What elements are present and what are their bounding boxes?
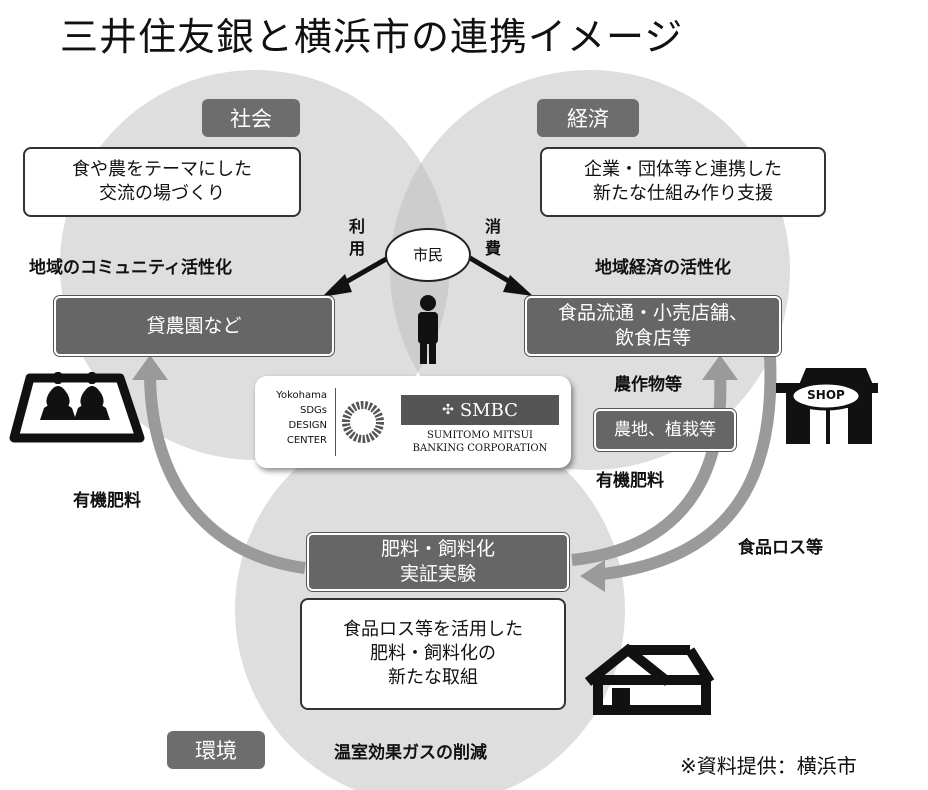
smbc-subtitle: SUMITOMO MITSUI BANKING CORPORATION bbox=[401, 429, 559, 455]
consume-arrow bbox=[503, 275, 533, 296]
social-heading: 地域のコミュニティ活性化 bbox=[29, 258, 232, 278]
yokohama-sdgs-text: Yokohama SDGs DESIGN CENTER bbox=[265, 388, 327, 448]
logo-line: CENTER bbox=[286, 435, 327, 446]
farm-rental-box: 貸農園など bbox=[54, 296, 334, 356]
page-title: 三井住友銀と横浜市の連携イメージ bbox=[60, 15, 684, 59]
farm-icon bbox=[9, 372, 145, 443]
logo-line: Yokohama bbox=[276, 390, 327, 401]
economy-activity-box: 企業・団体等と連携した 新たな仕組み作り支援 bbox=[540, 147, 826, 217]
smbc-subtitle-line: BANKING CORPORATION bbox=[412, 443, 548, 454]
economy-heading: 地域経済の活性化 bbox=[595, 258, 731, 278]
house-icon bbox=[584, 643, 715, 715]
use-arrow bbox=[322, 274, 352, 297]
organic-fertilizer-left: 有機肥料 bbox=[73, 491, 141, 511]
social-activity-box: 食や農をテーマにした 交流の場づくり bbox=[23, 147, 301, 217]
citizen-oval bbox=[385, 228, 471, 282]
shop-icon bbox=[776, 368, 878, 444]
smbc-mark-icon: ✣ bbox=[442, 402, 454, 418]
social-label: 社会 bbox=[202, 99, 300, 137]
farmland-box: 農地、植栽等 bbox=[594, 409, 736, 451]
logo-line: DESIGN bbox=[288, 420, 327, 431]
initiative-box: 食品ロス等を活用した 肥料・飼料化の 新たな取組 bbox=[300, 598, 566, 710]
consume-label: 消 費 bbox=[484, 217, 501, 258]
economy-label: 経済 bbox=[537, 99, 639, 137]
crops-label: 農作物等 bbox=[614, 375, 682, 395]
smbc-logo: ✣ SMBC bbox=[401, 395, 559, 425]
ghg-label: 温室効果ガスの削減 bbox=[334, 743, 487, 763]
use-label: 利 用 bbox=[348, 217, 365, 258]
sdgs-wheel-icon bbox=[342, 401, 384, 443]
logo-divider bbox=[335, 388, 336, 456]
smbc-text: SMBC bbox=[459, 399, 518, 421]
food-loss-label: 食品ロス等 bbox=[738, 538, 823, 558]
citizen-label: 市民 bbox=[412, 246, 443, 264]
left-cycle-arrow bbox=[144, 371, 306, 574]
food-loss-arrow bbox=[594, 354, 777, 581]
environment-label: 環境 bbox=[167, 731, 265, 769]
smbc-subtitle-line: SUMITOMO MITSUI bbox=[426, 430, 534, 441]
shop-sign: SHOP bbox=[807, 388, 845, 402]
source-note: ※資料提供：横浜市 bbox=[680, 754, 857, 778]
sponsor-logo-panel: Yokohama SDGs DESIGN CENTER ✣ SMBC SUMIT… bbox=[255, 376, 571, 468]
person-icon bbox=[418, 295, 438, 364]
organic-fertilizer-right: 有機肥料 bbox=[596, 471, 664, 491]
logo-line: SDGs bbox=[299, 405, 327, 416]
verification-box: 肥料・飼料化 実証実験 bbox=[307, 533, 569, 591]
food-retail-box: 食品流通・小売店舗、 飲食店等 bbox=[525, 296, 781, 356]
